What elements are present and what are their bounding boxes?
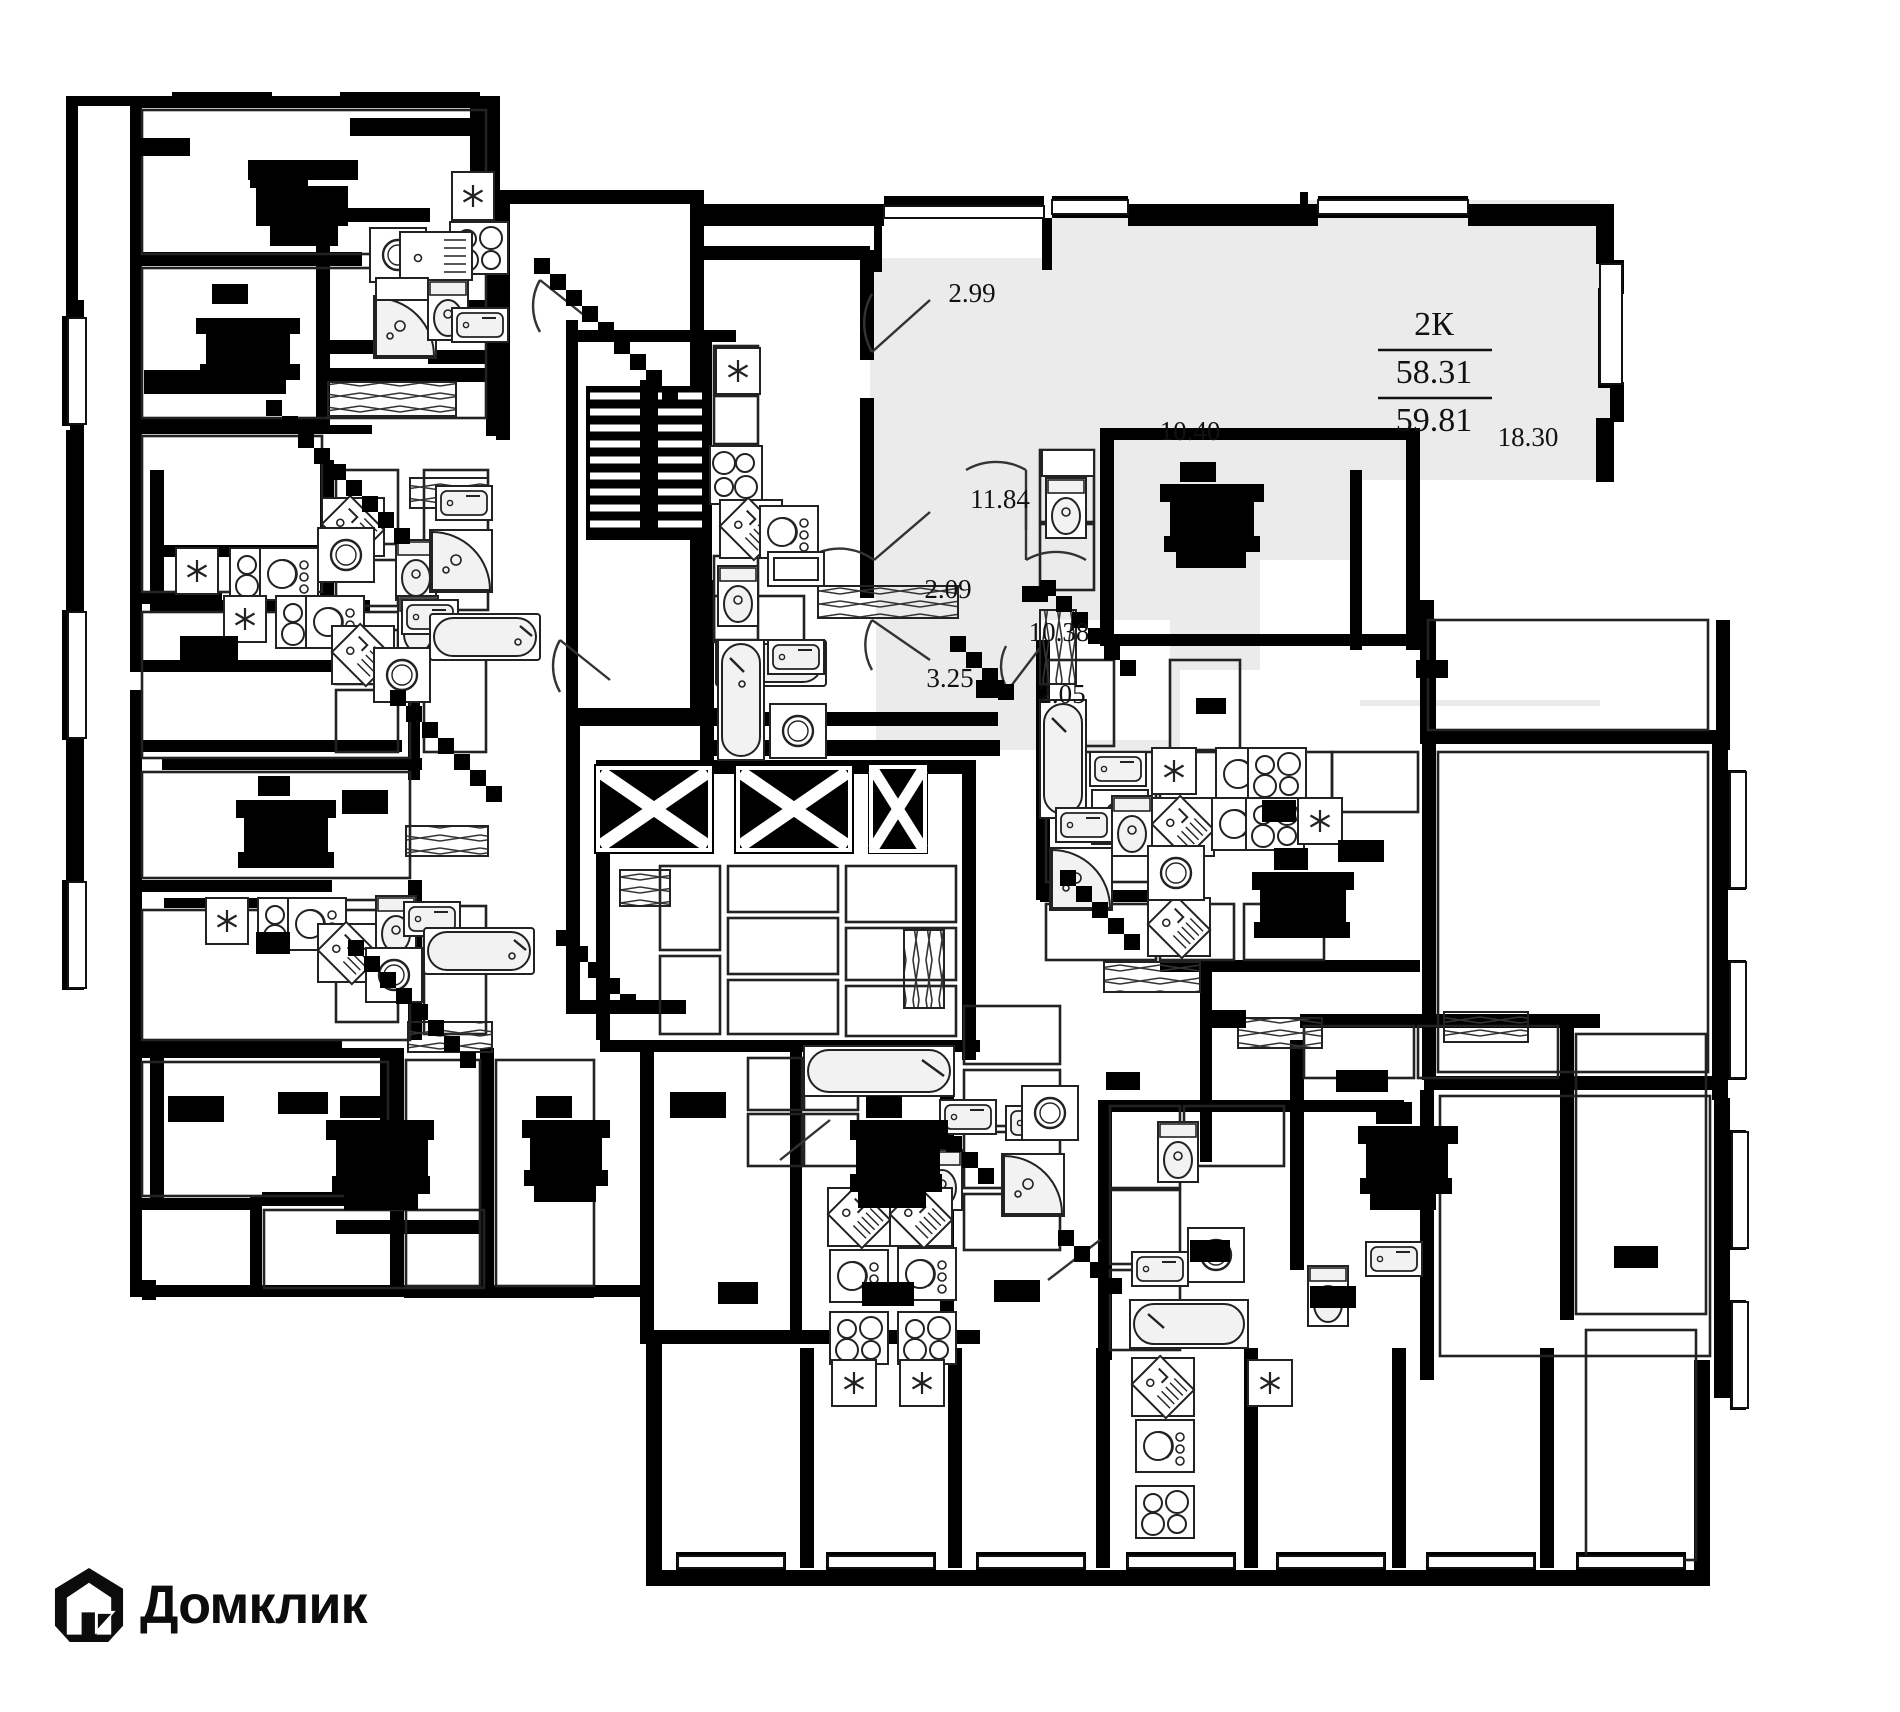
area-label-wardrobe: 2.09 xyxy=(924,574,971,604)
highlighted-unit-fill xyxy=(870,200,1612,750)
area-label-living: 18.30 xyxy=(1498,422,1559,452)
window-openings xyxy=(67,199,1749,1569)
house-logo-icon xyxy=(54,1568,124,1642)
fixtures xyxy=(175,171,1423,1539)
area-label-bedroom: 10.40 xyxy=(1160,416,1221,446)
furniture-symbols xyxy=(140,138,1658,1308)
brand-logo: Домклик xyxy=(52,1566,368,1644)
door-swings xyxy=(531,279,1101,1281)
brand-name: Домклик xyxy=(140,1575,368,1635)
area-label-storage: 2.05 xyxy=(1038,679,1085,709)
area-label-hall: 10.38 xyxy=(1029,617,1090,647)
area-label-bathroom: 3.25 xyxy=(926,663,973,693)
stepped-partitions xyxy=(266,258,1140,1294)
elevator-shafts xyxy=(594,764,928,854)
area-label-balcony: 2.99 xyxy=(948,278,995,308)
stair-core xyxy=(586,380,706,540)
unit-summary-stamp: 2К 58.31 59.81 xyxy=(1378,306,1492,439)
unit-area-with-balcony: 59.81 xyxy=(1396,402,1473,439)
area-label-kitchen: 11.84 xyxy=(970,484,1030,514)
unit-rooms-label: 2К xyxy=(1414,306,1454,343)
unit-total-area: 58.31 xyxy=(1396,354,1473,391)
area-labels: 2.99 11.84 10.40 18.30 2.09 10.38 3.25 2… xyxy=(924,278,1558,709)
